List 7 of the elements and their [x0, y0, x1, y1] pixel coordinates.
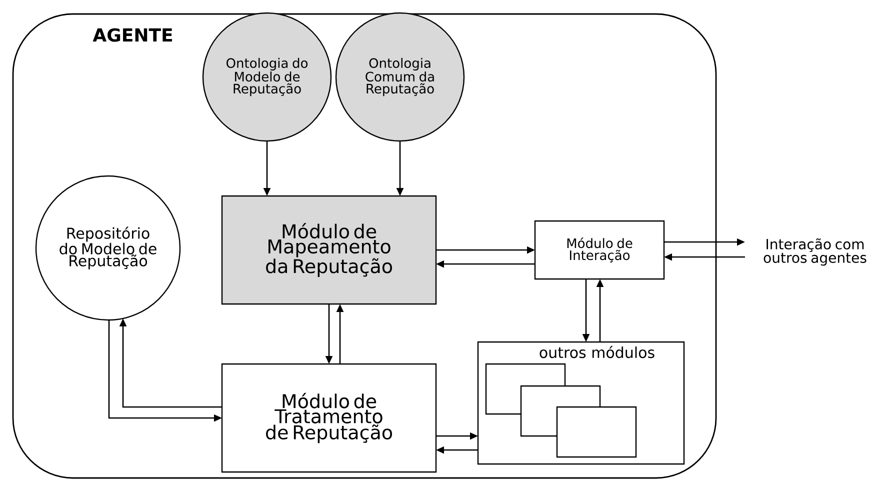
module-box: Módulo de Tratamento de Reputação: [221, 363, 437, 473]
inner-module-box: [556, 406, 637, 458]
module-box: Módulo de Mapeamento da Reputação: [221, 195, 437, 305]
group-heading: outros módulos: [540, 346, 654, 358]
external-label: Interação com outros agentes: [764, 238, 866, 266]
module-box: Módulo de Interação: [534, 220, 665, 280]
frame-heading: AGENTE: [92, 28, 172, 42]
